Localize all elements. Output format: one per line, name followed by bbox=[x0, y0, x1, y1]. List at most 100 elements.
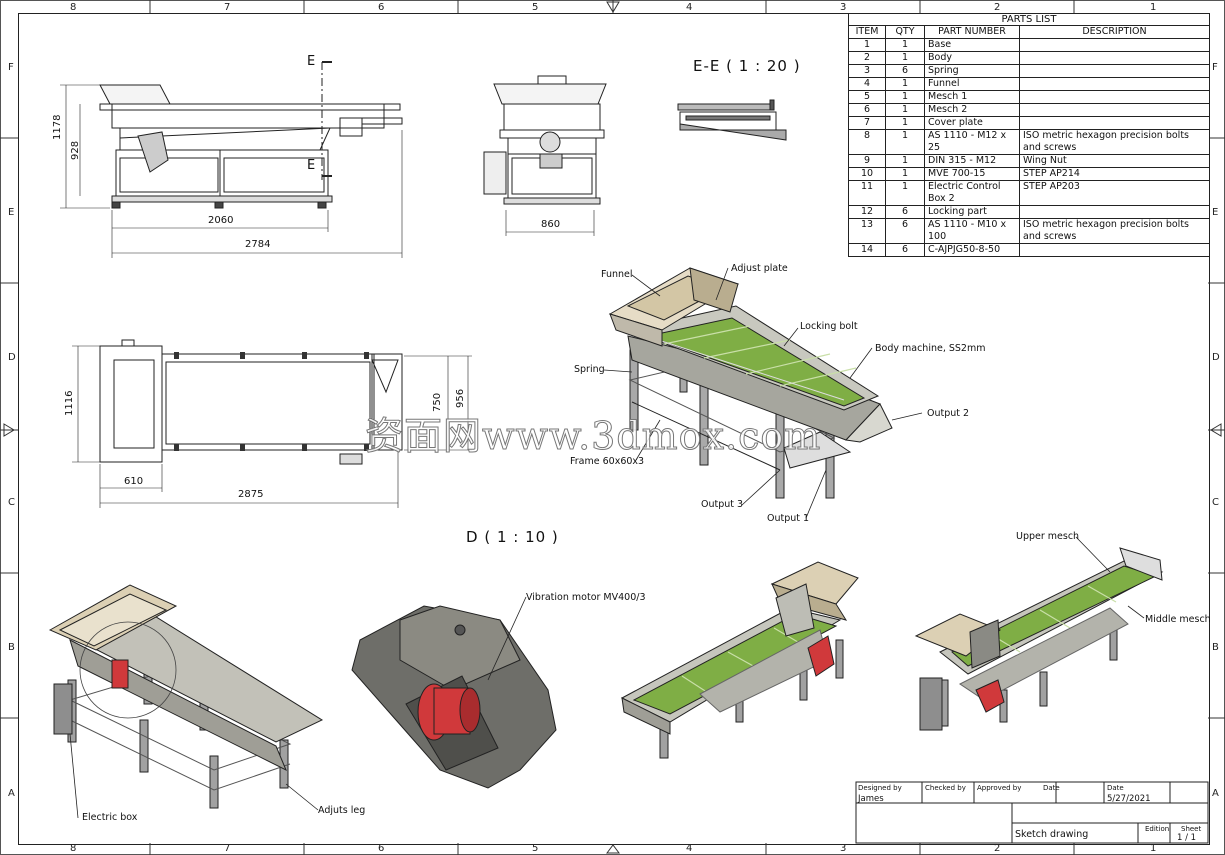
zone-row-left: B bbox=[8, 642, 15, 653]
cell-qty: 1 bbox=[885, 38, 925, 52]
callout-vibration-motor: Vibration motor MV400/3 bbox=[526, 592, 646, 603]
callout-leaders bbox=[69, 267, 1145, 819]
cell-qty: 1 bbox=[885, 167, 925, 181]
cell-part-number: Funnel bbox=[924, 77, 1020, 91]
date-label-2: Date bbox=[1107, 784, 1124, 792]
cell-qty: 1 bbox=[885, 90, 925, 104]
cell-part-number: AS 1110 - M10 x 100 bbox=[924, 218, 1020, 244]
cell-qty: 6 bbox=[885, 218, 925, 244]
cell-part-number: Mesch 1 bbox=[924, 90, 1020, 104]
cell-item: 12 bbox=[848, 205, 886, 219]
cell-description bbox=[1019, 116, 1210, 130]
zone-row-right: C bbox=[1212, 497, 1219, 508]
zone-col-top: 4 bbox=[686, 2, 693, 13]
approved-by-label: Approved by bbox=[977, 784, 1022, 792]
cell-part-number: Base bbox=[924, 38, 1020, 52]
sheet-inner-border bbox=[18, 13, 1210, 845]
designed-by-label: Designed by bbox=[858, 784, 902, 792]
cell-description bbox=[1019, 205, 1210, 219]
callout-body-machine: Body machine, SS2mm bbox=[875, 343, 986, 354]
parts-list-table: PARTS LIST ITEM QTY PART NUMBER DESCRIPT… bbox=[848, 13, 1210, 257]
designed-by-value: James bbox=[858, 794, 884, 804]
cell-qty: 1 bbox=[885, 129, 925, 155]
callout-spring: Spring bbox=[574, 364, 605, 375]
cell-description: ISO metric hexagon precision bolts and s… bbox=[1019, 218, 1210, 244]
cell-part-number: Locking part bbox=[924, 205, 1020, 219]
zone-col-bottom: 7 bbox=[224, 843, 231, 854]
front-view bbox=[60, 61, 403, 258]
column-header-qty: QTY bbox=[885, 25, 925, 39]
cell-part-number: C-AJPJG50-8-50 bbox=[924, 243, 1020, 257]
cell-description bbox=[1019, 64, 1210, 78]
zone-row-left: D bbox=[8, 352, 16, 363]
cell-description: ISO metric hexagon precision bolts and s… bbox=[1019, 129, 1210, 155]
cell-description: Wing Nut bbox=[1019, 154, 1210, 168]
dim-side-width: 860 bbox=[541, 219, 561, 230]
dim-front-height-inner: 928 bbox=[70, 140, 81, 160]
cell-item: 14 bbox=[848, 243, 886, 257]
section-marker-bottom: E bbox=[307, 158, 317, 173]
callout-locking-bolt: Locking bolt bbox=[800, 321, 858, 332]
detail-view-title: D ( 1 : 10 ) bbox=[466, 528, 559, 546]
dim-front-height-total: 1178 bbox=[52, 114, 63, 140]
zone-row-left: F bbox=[8, 62, 14, 73]
zone-row-left: E bbox=[8, 207, 15, 218]
cell-description bbox=[1019, 243, 1210, 257]
cell-qty: 1 bbox=[885, 103, 925, 117]
zone-col-top: 7 bbox=[224, 2, 231, 13]
cell-part-number: Body bbox=[924, 51, 1020, 65]
side-view bbox=[483, 75, 607, 236]
zone-row-right: B bbox=[1212, 642, 1219, 653]
sheet-value: 1 / 1 bbox=[1177, 833, 1197, 843]
callout-upper-mesch: Upper mesch bbox=[1016, 531, 1080, 542]
zone-col-bottom: 5 bbox=[532, 843, 539, 854]
cell-item: 3 bbox=[848, 64, 886, 78]
cell-description bbox=[1019, 77, 1210, 91]
cell-item: 9 bbox=[848, 154, 886, 168]
callout-output-3: Output 3 bbox=[701, 499, 744, 510]
dim-top-height: 1116 bbox=[64, 390, 75, 416]
cell-description bbox=[1019, 90, 1210, 104]
checked-by-label: Checked by bbox=[925, 784, 966, 792]
cell-qty: 6 bbox=[885, 64, 925, 78]
column-header-item: ITEM bbox=[848, 25, 886, 39]
zone-row-right: D bbox=[1212, 352, 1220, 363]
cell-item: 2 bbox=[848, 51, 886, 65]
cell-part-number: AS 1110 - M12 x 25 bbox=[924, 129, 1020, 155]
zone-row-right: F bbox=[1212, 62, 1218, 73]
cell-part-number: Electric Control Box 2 bbox=[924, 180, 1020, 206]
cell-description bbox=[1019, 103, 1210, 117]
cell-item: 4 bbox=[848, 77, 886, 91]
date-label: Date bbox=[1043, 784, 1060, 792]
dim-front-width-inner: 2060 bbox=[208, 215, 234, 226]
cell-item: 7 bbox=[848, 116, 886, 130]
callout-frame: Frame 60x60x3 bbox=[570, 456, 645, 467]
zone-col-bottom: 8 bbox=[70, 843, 77, 854]
cell-qty: 1 bbox=[885, 51, 925, 65]
cell-description: STEP AP203 bbox=[1019, 180, 1210, 206]
vibration-motor-detail bbox=[351, 605, 557, 789]
cell-part-number: Cover plate bbox=[924, 116, 1020, 130]
cell-description bbox=[1019, 38, 1210, 52]
zone-col-bottom: 3 bbox=[840, 843, 847, 854]
sheet-label: Sheet bbox=[1181, 825, 1202, 833]
column-header-part-number: PART NUMBER bbox=[924, 25, 1020, 39]
section-view-title: E-E ( 1 : 20 ) bbox=[693, 57, 801, 75]
top-view bbox=[72, 339, 472, 508]
cell-item: 11 bbox=[848, 180, 886, 206]
cell-description bbox=[1019, 51, 1210, 65]
